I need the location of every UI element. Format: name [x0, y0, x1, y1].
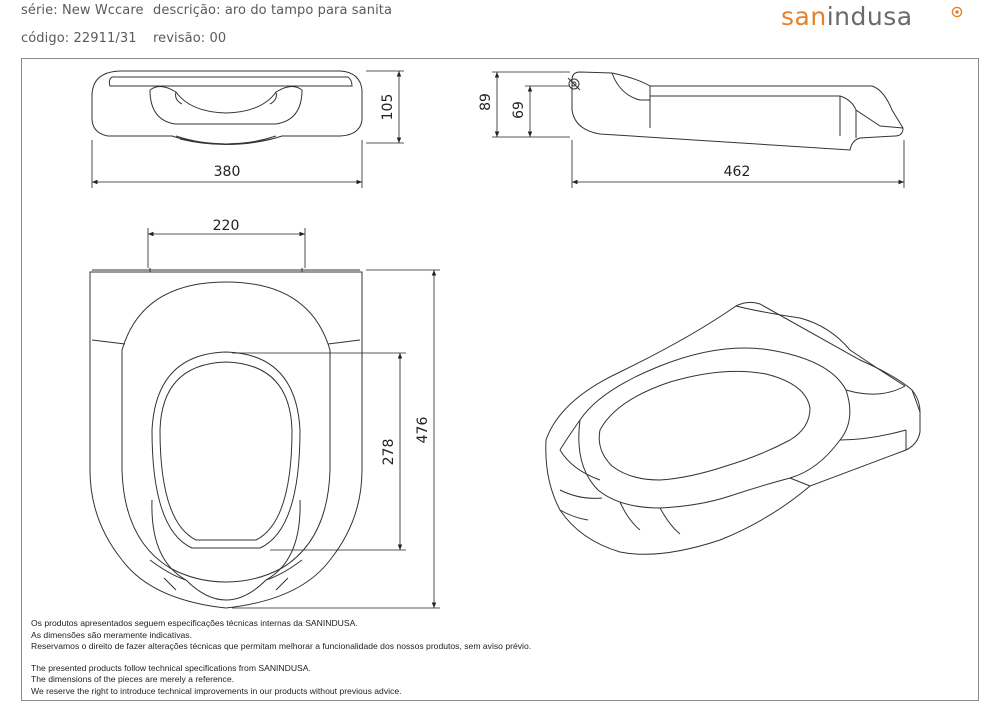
revisao-label: revisão:: [153, 31, 206, 46]
disclaimer-notes: Os produtos apresentados seguem especifi…: [31, 618, 531, 698]
descricao-value: aro do tampo para sanita: [224, 3, 393, 18]
serie-field: série: New Wccare: [21, 3, 144, 18]
top-view: [89, 268, 363, 609]
side-height-inner-dimension: [525, 85, 570, 137]
serie-value: New Wccare: [61, 3, 144, 18]
side-view: [567, 71, 904, 151]
codigo-value: 22911/31: [73, 31, 137, 46]
side-height-inner-label: 69: [511, 101, 527, 119]
side-height-total-label: 89: [478, 93, 494, 111]
front-width-label: 380: [214, 164, 241, 180]
logo-mark-icon: [951, 6, 963, 18]
front-view: [91, 70, 363, 145]
descricao-label: descrição:: [153, 3, 221, 18]
note-spacer: [31, 653, 531, 663]
side-length-dimension: [571, 140, 905, 188]
top-inner-width-dimension: [147, 228, 306, 268]
top-inner-width-label: 220: [213, 218, 240, 234]
top-opening-length-dimension: [232, 352, 406, 551]
front-height-label: 105: [380, 94, 396, 121]
revisao-field: revisão: 00: [153, 31, 226, 46]
note-pt-3: Reservamos o direito de fazer alterações…: [31, 641, 532, 652]
sanindusa-logo: sanindusa: [781, 2, 913, 31]
descricao-field: descrição: aro do tampo para sanita: [153, 3, 392, 18]
codigo-label: código:: [21, 31, 70, 46]
perspective-view: [545, 301, 921, 555]
note-en-3: We reserve the right to introduce techni…: [31, 685, 402, 696]
note-en-2: The dimensions of the pieces are merely …: [31, 674, 235, 685]
note-pt-2: As dimensões são meramente indicativas.: [31, 629, 192, 640]
top-opening-length-label: 278: [381, 439, 397, 466]
top-total-length-dimension: [232, 269, 440, 609]
serie-label: série:: [21, 3, 58, 18]
front-height-dimension: [366, 70, 404, 144]
note-pt-1: Os produtos apresentados seguem especifi…: [31, 618, 358, 628]
codigo-field: código: 22911/31: [21, 31, 137, 46]
drawing-frame: [21, 58, 979, 701]
side-height-total-dimension: [492, 71, 570, 138]
side-length-label: 462: [724, 164, 751, 180]
top-total-length-label: 476: [415, 417, 431, 444]
logo-part-indusa: indusa: [826, 2, 913, 31]
logo-part-san: san: [781, 2, 827, 31]
revisao-value: 00: [209, 31, 227, 46]
note-en-1: The presented products follow technical …: [31, 662, 311, 673]
front-width-dimension: [91, 140, 363, 188]
